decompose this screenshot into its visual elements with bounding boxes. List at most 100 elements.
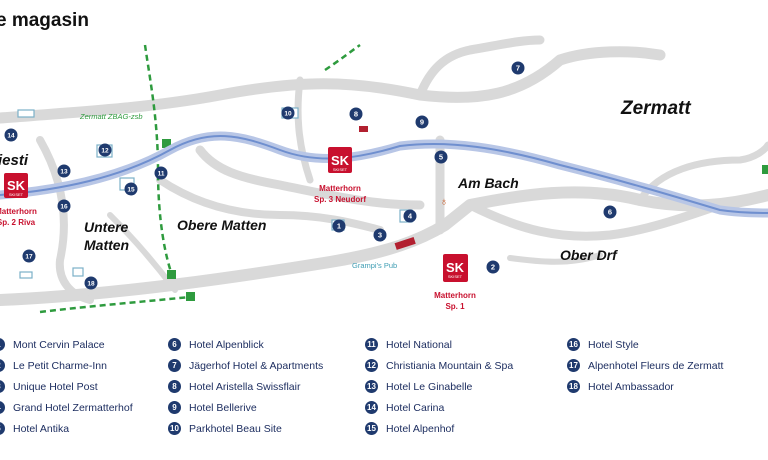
legend-item[interactable]: 4Grand Hotel Zermatterhof: [0, 397, 133, 418]
marker-number: 3: [378, 231, 382, 240]
marker-number: 5: [439, 153, 443, 162]
legend-hotel-name: Christiania Mountain & Spa: [386, 359, 514, 372]
page-title: e magasin: [0, 10, 89, 31]
hotel-marker-1[interactable]: 1: [332, 219, 346, 233]
west-road: [36, 136, 94, 304]
hotel-marker-2[interactable]: 2: [486, 260, 500, 274]
legend-hotel-name: Hotel Le Ginabelle: [386, 380, 473, 393]
legend-hotel-name: Hotel Ambassador: [588, 380, 674, 393]
marker-circle: [154, 166, 168, 180]
legend-hotel-name: Hotel Carina: [386, 401, 445, 414]
shop-riva[interactable]: SK SKISET Matterhorn Sp. 2 Riva: [0, 173, 37, 227]
river-center: [0, 135, 768, 214]
legend-number: 18: [567, 380, 580, 393]
marker-circle: [57, 164, 71, 178]
hotel-marker-10[interactable]: 10: [281, 106, 295, 120]
legend-number: 7: [168, 359, 181, 372]
shop-sp1[interactable]: SK SKISET Matterhorn Sp. 1: [434, 254, 476, 311]
marker-circle: [603, 205, 617, 219]
legend-item[interactable]: 17 Alpenhotel Fleurs de Zermatt: [567, 355, 723, 376]
skiset-logo: [4, 173, 28, 198]
marker-circle: [124, 182, 138, 196]
marker-number: 8: [354, 110, 358, 119]
east-south-road: [507, 252, 603, 265]
hotel-marker-11[interactable]: 11: [154, 166, 168, 180]
hotel-marker-15[interactable]: 15: [124, 182, 138, 196]
shop-label-line1: Matterhorn: [0, 207, 37, 216]
legend-item[interactable]: 2Le Petit Charme-Inn: [0, 355, 133, 376]
legend-number: 6: [168, 338, 181, 351]
district-untere: Untere: [84, 219, 129, 235]
hotel-marker-9[interactable]: 9: [415, 115, 429, 129]
hotel-marker-6[interactable]: 6: [603, 205, 617, 219]
hotel-marker-8[interactable]: 8: [349, 107, 363, 121]
legend-item[interactable]: 1Mont Cervin Palace: [0, 334, 133, 355]
legend-hotel-name: Alpenhotel Fleurs de Zermatt: [588, 359, 724, 372]
district-matten: Matten: [84, 237, 129, 253]
legend-hotel-name: Jägerhof Hotel & Apartments: [189, 359, 324, 372]
road-network: [0, 35, 768, 306]
rail-line-south: [39, 295, 191, 314]
building: [72, 267, 84, 277]
marker-circle: [349, 107, 363, 121]
hotel-marker-18[interactable]: 18: [84, 276, 98, 290]
legend-item[interactable]: 13 Hotel Le Ginabelle: [365, 376, 513, 397]
legend-hotel-name: Hotel Aristella Swissflair: [189, 380, 301, 393]
legend-hotel-name: Hotel National: [386, 338, 452, 351]
marker-number: 11: [158, 171, 165, 178]
shop-neudorf[interactable]: SK SKISET Matterhorn Sp. 3 Neudorf: [314, 147, 366, 204]
shop-label-line2: Sp. 1: [445, 302, 465, 311]
south-road: [107, 212, 178, 293]
legend-item[interactable]: 3Unique Hotel Post: [0, 376, 133, 397]
hotel-marker-3[interactable]: 3: [373, 228, 387, 242]
legend-item[interactable]: 18 Hotel Ambassador: [567, 376, 723, 397]
legend-number: 17: [567, 359, 580, 372]
legend-hotel-name: Unique Hotel Post: [13, 380, 98, 393]
hotel-marker-13[interactable]: 13: [57, 164, 71, 178]
hotel-marker-12[interactable]: 12: [98, 143, 112, 157]
mid-vertical-road: [294, 76, 314, 184]
hotel-marker-16[interactable]: 16: [57, 199, 71, 213]
legend-hotel-name: Hotel Alpenhof: [386, 422, 455, 435]
legend-number: 13: [365, 380, 378, 393]
hotel-marker-17[interactable]: 17: [22, 249, 36, 263]
marker-number: 12: [101, 148, 109, 155]
shop-label-line2: Sp. 3 Neudorf: [314, 195, 366, 204]
legend-number: 2: [0, 359, 5, 372]
marker-number: 7: [516, 64, 520, 73]
hotel-marker-14[interactable]: 14: [4, 128, 18, 142]
marker-circle: [373, 228, 387, 242]
marker-circle: [486, 260, 500, 274]
skiset-brand: SKISET: [9, 192, 24, 197]
district-am-bach: Am Bach: [457, 175, 519, 191]
rail-line-label: Zermatt ZBAG-zsb: [79, 112, 143, 121]
legend-hotel-name: Hotel Antika: [13, 422, 70, 435]
hotel-marker-5[interactable]: 5: [434, 150, 448, 164]
shop-label-line2: Sp. 2 Riva: [0, 218, 36, 227]
red-pin: [359, 126, 368, 132]
far-east-road: [636, 141, 768, 204]
center-road: [195, 145, 425, 210]
legend-hotel-name: Grand Hotel Zermatterhof: [13, 401, 133, 414]
marker-number: 14: [7, 133, 15, 140]
station-marker: [167, 270, 176, 279]
hotel-marker-7[interactable]: 7: [511, 61, 525, 75]
legend-item[interactable]: 7 Jägerhof Hotel & Apartments: [168, 355, 323, 376]
hotel-marker-4[interactable]: 4: [403, 209, 417, 223]
church-icon: ♁: [440, 196, 448, 208]
red-pin: [394, 237, 416, 250]
